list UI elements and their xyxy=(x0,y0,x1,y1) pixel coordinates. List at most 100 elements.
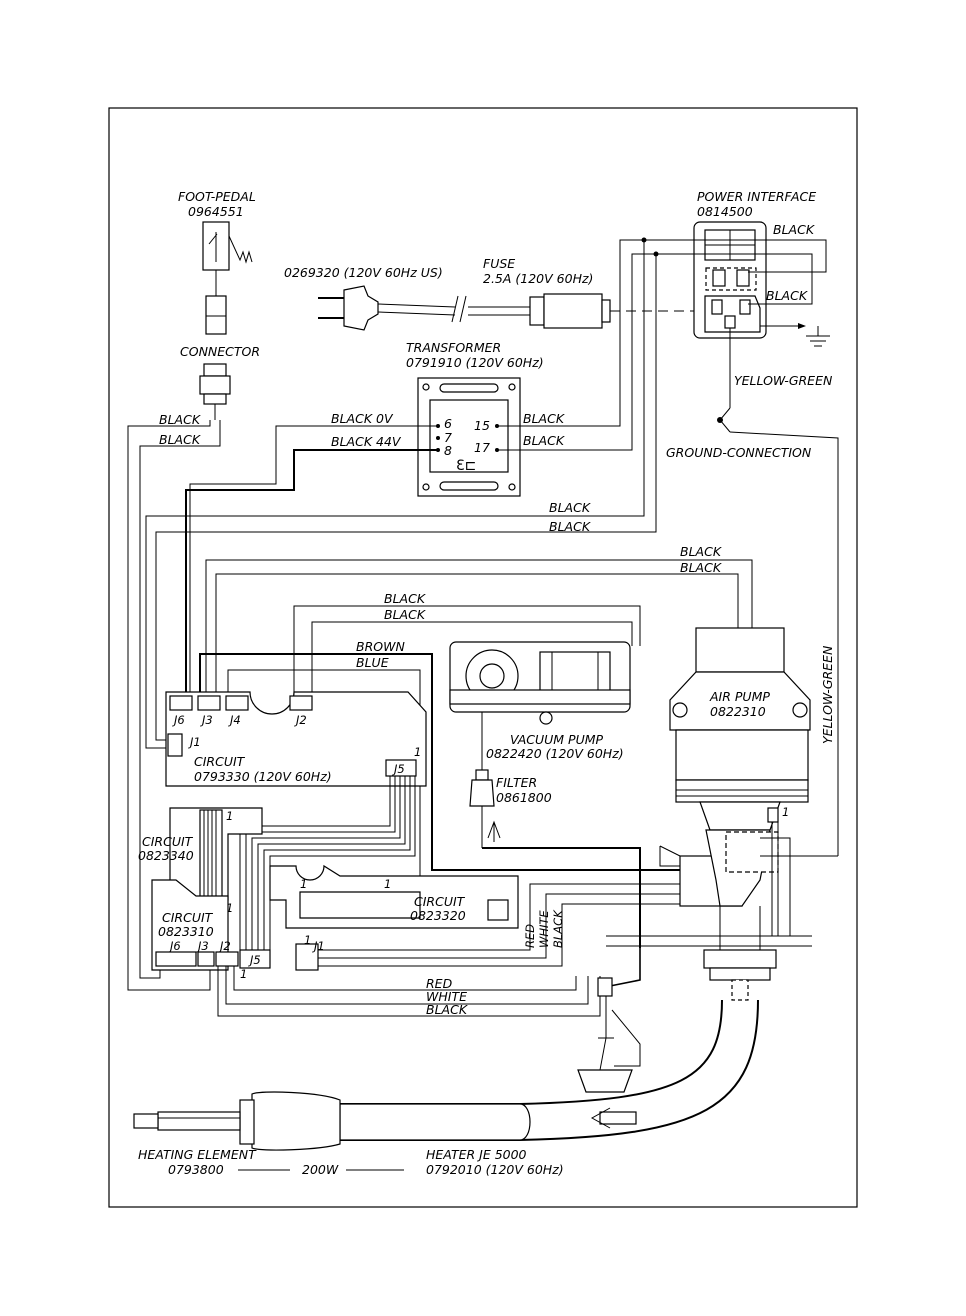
wire-black-pedal-1: BLACK xyxy=(159,412,202,427)
ground-connection-node xyxy=(717,407,839,856)
foot-pedal xyxy=(202,221,253,335)
circuit-0823320-pin-1-left: 1 xyxy=(300,877,307,891)
circuit-0823310-label: CIRCUIT xyxy=(162,910,214,925)
arrow-left-icon xyxy=(590,1107,637,1129)
vacuum-pump-label: VACUUM PUMP xyxy=(510,732,604,747)
jack-j3 xyxy=(197,695,221,711)
wire-black-heater: BLACK xyxy=(426,1002,469,1017)
wire-white-heater: WHITE xyxy=(426,989,467,1004)
circuit-0823340-pin-1-bottom: 1 xyxy=(226,901,233,915)
jack-j5-label: J5 xyxy=(392,762,405,776)
wire-red-heater: RED xyxy=(426,976,453,991)
wire-black-pi-1: BLACK xyxy=(549,500,592,515)
circuit-0823320-part-number: 0823320 xyxy=(410,908,466,923)
terminal-8: 8 xyxy=(444,443,452,458)
wire-black-0v: BLACK 0V xyxy=(331,411,394,426)
heater-part-number: 0792010 (120V 60Hz) xyxy=(426,1162,564,1177)
transformer: Ɛ⊏ xyxy=(417,377,521,497)
circuit-board-0823310 xyxy=(151,879,271,971)
heating-element-part-number: 0793800 xyxy=(168,1162,224,1177)
wire-black-airpump-1: BLACK xyxy=(680,544,723,559)
fuse-rating: 2.5A (120V 60Hz) xyxy=(483,271,593,286)
jack-j3-lower-label: J3 xyxy=(196,939,209,953)
heater-handpiece xyxy=(133,1091,531,1151)
air-pump-label: AIR PUMP xyxy=(709,689,770,704)
wire-blue: BLUE xyxy=(356,655,389,670)
transformer-symbol: Ɛ⊏ xyxy=(456,458,476,474)
transformer-label: TRANSFORMER xyxy=(406,340,501,355)
ground-connection-label: GROUND-CONNECTION xyxy=(666,445,812,460)
heater-label: HEATER JE 5000 xyxy=(426,1147,527,1162)
tube-holder xyxy=(577,948,641,1093)
wire-black-vacuum-1: BLACK xyxy=(384,591,427,606)
jack-j1-label: J1 xyxy=(188,735,201,749)
circuit-0823340-label: CIRCUIT xyxy=(142,834,194,849)
power-interface-black-top: BLACK xyxy=(773,222,816,237)
terminal-15: 15 xyxy=(474,418,490,433)
jack-j6 xyxy=(169,695,193,711)
connector xyxy=(199,363,231,420)
circuit-board-0823320 xyxy=(269,864,519,971)
yellow-green-label-top: YELLOW-GREEN xyxy=(734,373,833,388)
transformer-part-number: 0791910 (120V 60Hz) xyxy=(406,355,544,370)
air-duct xyxy=(606,822,812,1001)
vacuum-pump xyxy=(449,641,631,730)
air-pump-pin-1: 1 xyxy=(782,805,789,819)
wire-black-44v: BLACK 44V xyxy=(331,434,402,449)
vacuum-pump-part-number: 0822420 (120V 60Hz) xyxy=(486,746,624,761)
wire-red-vertical: RED xyxy=(523,924,537,948)
wire-black-17: BLACK xyxy=(523,433,566,448)
foot-pedal-switch xyxy=(228,235,253,264)
foot-pedal-label: FOOT-PEDAL xyxy=(178,189,256,204)
power-interface-black-mid: BLACK xyxy=(766,288,809,303)
terminal-7: 7 xyxy=(444,430,452,445)
wire-black-vacuum-2: BLACK xyxy=(384,607,427,622)
wire-white-vertical: WHITE xyxy=(537,910,551,948)
jack-j2 xyxy=(289,695,313,711)
terminal-17: 17 xyxy=(474,440,490,455)
filter-part-number: 0861800 xyxy=(496,790,552,805)
page-frame xyxy=(108,107,858,1208)
jack-j5 xyxy=(385,759,417,777)
circuit-0823340-pin-1-top: 1 xyxy=(226,809,233,823)
fuse-icon xyxy=(529,293,611,329)
jack-j5-pin-1: 1 xyxy=(414,745,421,759)
fuse-label: FUSE xyxy=(483,256,515,271)
circuit-main-label: CIRCUIT xyxy=(194,754,246,769)
wire-brown: BROWN xyxy=(356,639,405,654)
power-interface-label: POWER INTERFACE xyxy=(697,189,816,204)
air-pump-part-number: 0822310 xyxy=(710,704,766,719)
heater-power: 200W xyxy=(302,1162,339,1177)
jack-j5-lower-label: J5 xyxy=(248,953,261,967)
jack-j4-label: J4 xyxy=(228,713,241,727)
jack-j1 xyxy=(167,733,183,757)
circuit-0823320-label: CIRCUIT xyxy=(414,894,466,909)
jack-j2-label: J2 xyxy=(294,713,307,727)
power-interface xyxy=(693,221,767,339)
ribbon-cable xyxy=(239,776,416,952)
circuit-main-part-number: 0793330 (120V 60Hz) xyxy=(194,769,332,784)
wire-black-pi-2: BLACK xyxy=(549,519,592,534)
ground-symbol xyxy=(798,323,830,347)
yellow-green-label-vertical: YELLOW-GREEN xyxy=(820,645,835,744)
plug-icon xyxy=(318,285,379,331)
jack-j5-lower-pin-1: 1 xyxy=(240,967,247,981)
jack-j6-label: J6 xyxy=(172,713,185,727)
terminal-6: 6 xyxy=(444,416,452,431)
circuit-0823340-part-number: 0823340 xyxy=(138,848,194,863)
foot-pedal-part-number: 0964551 xyxy=(188,204,244,219)
heater-hose xyxy=(340,999,759,1141)
arrow-up-icon xyxy=(487,820,501,842)
filter xyxy=(469,730,641,948)
wire-black-vertical: BLACK xyxy=(551,909,565,948)
connector-label: CONNECTOR xyxy=(180,344,260,359)
filter-label: FILTER xyxy=(496,775,537,790)
wire-black-pedal-2: BLACK xyxy=(159,432,202,447)
jack-j1-lower-pin-1: 1 xyxy=(304,933,311,947)
heating-element-label: HEATING ELEMENT xyxy=(138,1147,257,1162)
cord-part-number: 0269320 (120V 60Hz US) xyxy=(284,265,443,280)
wire-black-airpump-2: BLACK xyxy=(680,560,723,575)
jack-j2-lower-label: J2 xyxy=(218,939,231,953)
circuit-board-main xyxy=(165,691,427,787)
